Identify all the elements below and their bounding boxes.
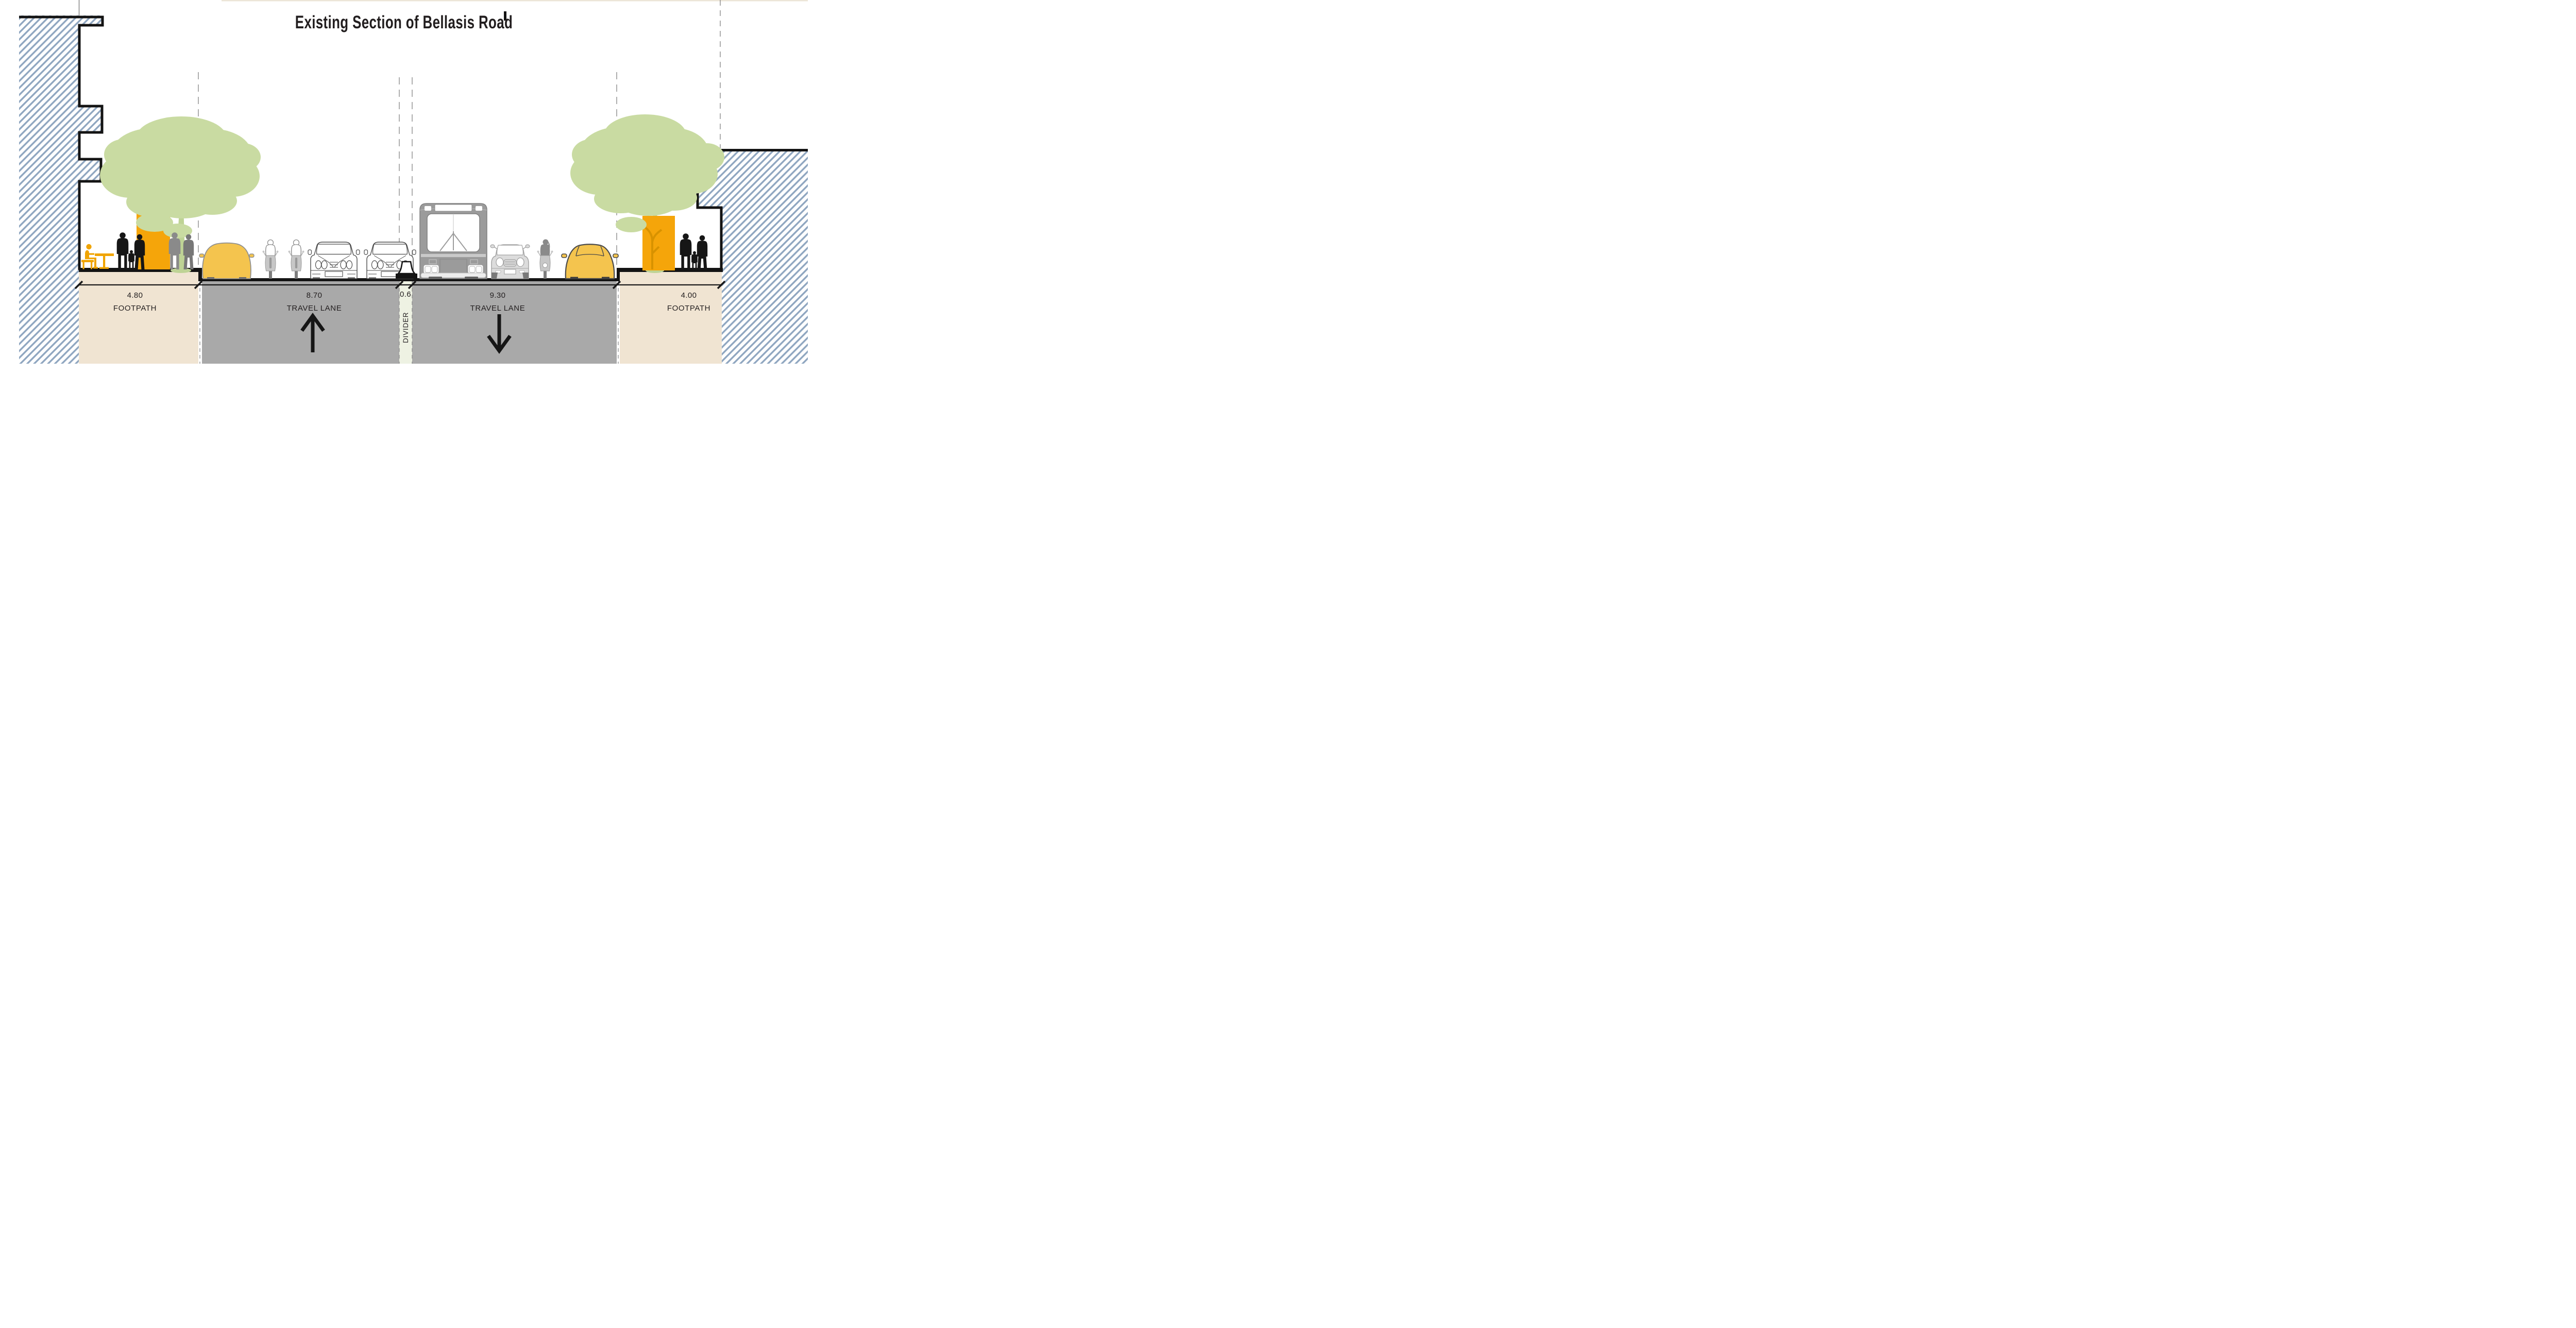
bus-wipers xyxy=(439,231,467,251)
seated-person xyxy=(86,244,92,250)
footpath-left-dimension: 4.80 xyxy=(127,291,143,300)
kiosk-right-branch-shadow xyxy=(645,227,663,269)
tree-left-canopy xyxy=(100,116,261,238)
pedestrians-right xyxy=(680,233,708,270)
pedestrian-woman xyxy=(697,235,708,270)
divider-dimension: 0.6 xyxy=(400,290,411,299)
curb-left xyxy=(198,268,202,281)
street-section-diagram: 4.80 FOOTPATH 8.70 TRAVEL LANE 0.6 DIVID… xyxy=(0,0,808,383)
road-block-north xyxy=(202,281,399,364)
northbound-arrow-icon xyxy=(300,313,325,352)
footpath-left-surface xyxy=(79,268,202,272)
scooter-rider-2 xyxy=(288,239,304,279)
curb-right xyxy=(617,268,620,281)
car-sedan-1 xyxy=(308,242,360,279)
direction-arrows xyxy=(300,313,512,354)
pedestrian-woman-gray xyxy=(183,234,194,269)
footpath-right-block xyxy=(620,272,722,364)
building-right-hatch xyxy=(698,149,808,364)
dimension-line xyxy=(74,280,726,290)
car-yellow-rear xyxy=(199,242,255,279)
cafe-seating xyxy=(81,244,114,269)
bus-destination-sign xyxy=(434,204,472,212)
footpath-left-label: FOOTPATH xyxy=(113,304,157,313)
lane-north-dimension: 8.70 xyxy=(307,291,323,300)
footpath-right-label: FOOTPATH xyxy=(667,304,710,313)
top-cut-line xyxy=(222,0,808,2)
section-labels: 4.80 FOOTPATH 8.70 TRAVEL LANE 0.6 DIVID… xyxy=(113,290,710,343)
southbound-arrow-icon xyxy=(487,314,512,354)
building-left-outline xyxy=(19,15,104,270)
pedestrian-child xyxy=(128,250,134,269)
section-drawing: 4.80 FOOTPATH 8.70 TRAVEL LANE 0.6 DIVID… xyxy=(19,0,808,364)
car-yellow-front xyxy=(561,244,619,280)
pedestrian-child xyxy=(691,251,698,270)
bus-bumper xyxy=(420,273,486,278)
divider-block xyxy=(399,281,412,364)
lane-south-dimension: 9.30 xyxy=(490,291,506,300)
diagram-title: Existing Section of Bellasis Road xyxy=(295,12,513,32)
scooter-rider-3 xyxy=(537,239,553,279)
road-block-south xyxy=(412,281,617,364)
below-ground xyxy=(79,272,722,364)
building-right-outline xyxy=(696,149,808,270)
footpath-right-dimension: 4.00 xyxy=(681,291,697,300)
scooter-rider-1 xyxy=(262,239,279,279)
cut-pole xyxy=(504,11,506,21)
lane-south-label: TRAVEL LANE xyxy=(470,304,526,313)
table xyxy=(95,253,114,256)
footpath-left-block xyxy=(79,272,198,364)
lane-edge-lines xyxy=(198,72,617,273)
car-mini xyxy=(490,244,530,279)
lane-north-label: TRAVEL LANE xyxy=(287,304,342,313)
pedestrian-man xyxy=(680,233,692,270)
road-surface xyxy=(201,278,618,281)
divider-label: DIVIDER xyxy=(402,312,410,343)
pedestrian-man xyxy=(116,232,129,269)
kiosk-right xyxy=(642,216,675,270)
bus xyxy=(419,203,487,279)
bench xyxy=(81,260,94,262)
divider-barrier xyxy=(396,261,417,279)
building-left-hatch xyxy=(19,15,103,364)
tree-right-canopy xyxy=(570,114,724,232)
